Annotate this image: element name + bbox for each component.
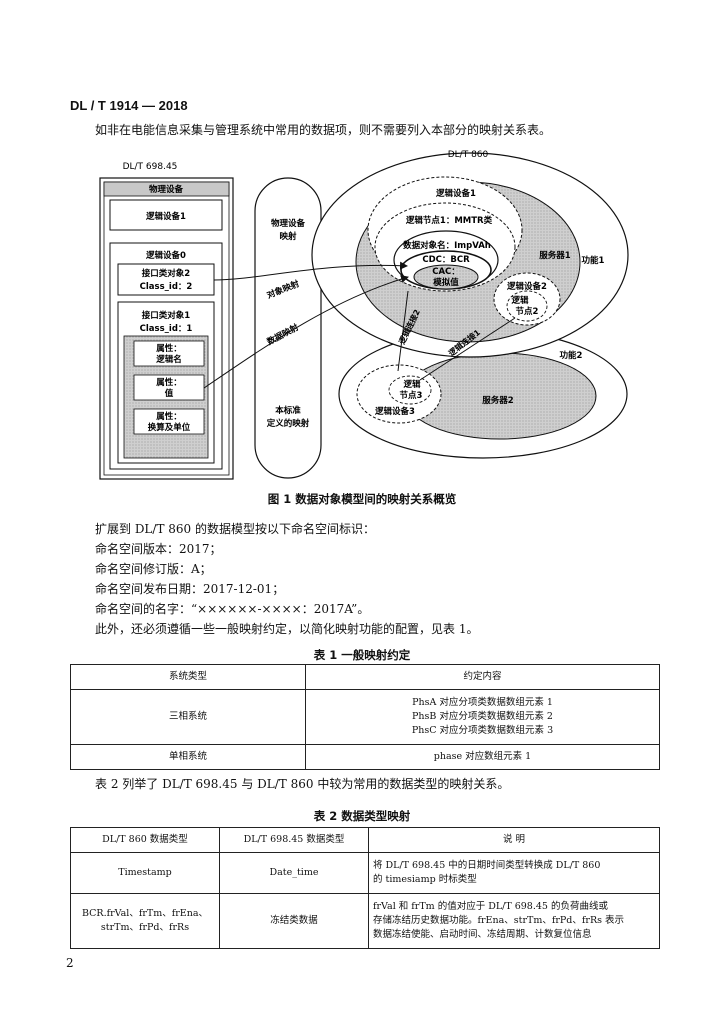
attr1-l2: 逻辑名 bbox=[155, 354, 182, 365]
r-node3-l2: 节点3 bbox=[400, 390, 423, 401]
ns-line-3: 命名空间修订版：A； bbox=[95, 562, 212, 576]
attr1-l1: 属性： bbox=[156, 343, 182, 354]
table-cell: 冻结类数据 bbox=[219, 893, 369, 949]
table-cell: Date_time bbox=[219, 852, 369, 894]
ns-line-5: 命名空间的名字：“××××××-××××：2017A”。 bbox=[95, 602, 370, 616]
server2-label: 服务器2 bbox=[482, 395, 514, 406]
table-row: 单相系统 phase 对应数组元素 1 bbox=[70, 744, 660, 770]
data-type-mapping-table: DL/T 860 数据类型 DL/T 698.45 数据类型 说 明 Times… bbox=[70, 827, 660, 949]
cell-line: PhsB 对应分项类数据数组元素 2 bbox=[412, 711, 553, 722]
logical-device-0-box: 逻辑设备0 bbox=[145, 250, 186, 261]
table-cell: frVal 和 frTm 的值对应于 DL/T 698.45 的负荷曲线或 存储… bbox=[368, 893, 660, 949]
map-std-l2: 定义的映射 bbox=[266, 418, 310, 429]
cell-line: 存储冻结历史数据功能。frEna、strTm、frPd、frRs 表示 bbox=[373, 915, 624, 926]
r-logical-node-1: 逻辑节点1：MMTR类 bbox=[405, 215, 493, 226]
cell-line: BCR.frVal、frTm、frEna、 bbox=[81, 908, 209, 919]
table-cell: 将 DL/T 698.45 中的日期时间类型转换成 DL/T 860 的 tim… bbox=[368, 852, 660, 894]
cell-line: 数据冻结使能、启动时间、冻结周期、计数复位信息 bbox=[373, 929, 592, 940]
cell-line: PhsC 对应分项类数据数组元素 3 bbox=[411, 725, 554, 736]
table1-caption: 表 1 一般映射约定 bbox=[313, 648, 411, 662]
cell-line: strTm、frPd、frRs bbox=[100, 922, 190, 933]
table-row: BCR.frVal、frTm、frEna、 strTm、frPd、frRs 冻结… bbox=[70, 893, 660, 949]
attr3-l2: 换算及单位 bbox=[148, 422, 191, 433]
iface1-name: 接口类对象1 bbox=[142, 310, 191, 321]
attr2-l1: 属性： bbox=[156, 377, 182, 388]
r-cac-l2: 模拟值 bbox=[433, 277, 459, 288]
cell-line: PhsA 对应分项类数据数组元素 1 bbox=[412, 697, 553, 708]
map-phys-l2: 映射 bbox=[279, 231, 297, 242]
mapping-conventions-table: 系统类型 约定内容 三相系统 PhsA 对应分项类数据数组元素 1 PhsB 对… bbox=[70, 664, 660, 770]
table-header-cell: DL/T 860 数据类型 bbox=[70, 827, 220, 853]
r-node2-l1: 逻辑 bbox=[510, 295, 529, 306]
r-node2-l2: 节点2 bbox=[516, 306, 539, 317]
left-title: DL/T 698.45 bbox=[123, 162, 178, 172]
table2-intro: 表 2 列举了 DL/T 698.45 与 DL/T 860 中较为常用的数据类… bbox=[95, 777, 510, 791]
table2-caption: 表 2 数据类型映射 bbox=[313, 809, 411, 823]
map-phys-l1: 物理设备 bbox=[271, 218, 306, 229]
document-header: DL / T 1914 — 2018 bbox=[70, 98, 188, 113]
map-std-l1: 本标准 bbox=[275, 405, 301, 416]
table-cell: BCR.frVal、frTm、frEna、 strTm、frPd、frRs bbox=[70, 893, 220, 949]
ns-line-1: 扩展到 DL/T 860 的数据模型按以下命名空间标识： bbox=[95, 522, 375, 536]
table-header-cell: 说 明 bbox=[368, 827, 660, 853]
attr2-l2: 值 bbox=[165, 388, 174, 399]
iface2-name: 接口类对象2 bbox=[142, 268, 191, 279]
table-cell: PhsA 对应分项类数据数组元素 1 PhsB 对应分项类数据数组元素 2 Ph… bbox=[305, 689, 660, 745]
table-header-row: 系统类型 约定内容 bbox=[70, 664, 660, 690]
ns-line-4: 命名空间发布日期：2017-12-01； bbox=[95, 582, 285, 596]
table-row: Timestamp Date_time 将 DL/T 698.45 中的日期时间… bbox=[70, 852, 660, 894]
cell-line: frVal 和 frTm 的值对应于 DL/T 698.45 的负荷曲线或 bbox=[373, 901, 608, 912]
r-logical-device-3: 逻辑设备3 bbox=[374, 406, 415, 417]
table-row: 三相系统 PhsA 对应分项类数据数组元素 1 PhsB 对应分项类数据数组元素… bbox=[70, 689, 660, 745]
function1-label: 功能1 bbox=[582, 255, 605, 266]
page-number: 2 bbox=[66, 956, 74, 970]
table-cell: Timestamp bbox=[70, 852, 220, 894]
cell-line: 将 DL/T 698.45 中的日期时间类型转换成 DL/T 860 bbox=[373, 860, 601, 871]
r-node3-l1: 逻辑 bbox=[402, 379, 421, 390]
table-header-cell: 系统类型 bbox=[70, 664, 306, 690]
ns-line-2: 命名空间版本：2017； bbox=[95, 542, 222, 556]
table-cell: 单相系统 bbox=[70, 744, 306, 770]
intro-paragraph: 如非在电能信息采集与管理系统中常用的数据项，则不需要列入本部分的映射关系表。 bbox=[95, 123, 552, 137]
logical-device-1-box: 逻辑设备1 bbox=[145, 211, 186, 222]
table-cell: phase 对应数组元素 1 bbox=[305, 744, 660, 770]
attr3-l1: 属性： bbox=[156, 411, 182, 422]
table-header-row: DL/T 860 数据类型 DL/T 698.45 数据类型 说 明 bbox=[70, 827, 660, 853]
iface1-classid: Class_id：1 bbox=[140, 324, 193, 334]
right-title: DL/T 860 bbox=[448, 150, 489, 160]
iface2-classid: Class_id：2 bbox=[140, 282, 193, 292]
physical-device-label: 物理设备 bbox=[149, 184, 184, 195]
cell-line: 的 timesiamp 时标类型 bbox=[373, 874, 477, 885]
r-logical-device-2: 逻辑设备2 bbox=[506, 281, 547, 292]
r-logical-device-1: 逻辑设备1 bbox=[435, 188, 476, 199]
mapping-overview-figure: DL/T 698.45 物理设备 逻辑设备1 逻辑设备0 接口类对象2 Clas… bbox=[99, 150, 629, 480]
table-header-cell: 约定内容 bbox=[305, 664, 660, 690]
ns-line-6: 此外，还必须遵循一些一般映射约定，以简化映射功能的配置，见表 1。 bbox=[95, 622, 479, 636]
r-data-object: 数据对象名：ImpVAh bbox=[403, 240, 491, 251]
r-cac-l1: CAC： bbox=[432, 267, 460, 277]
table-cell: 三相系统 bbox=[70, 689, 306, 745]
figure-caption: 图 1 数据对象模型间的映射关系概览 bbox=[267, 492, 457, 506]
table-header-cell: DL/T 698.45 数据类型 bbox=[219, 827, 369, 853]
server1-label: 服务器1 bbox=[539, 250, 571, 261]
r-cdc: CDC：BCR bbox=[422, 255, 470, 265]
function2-label: 功能2 bbox=[560, 350, 583, 361]
